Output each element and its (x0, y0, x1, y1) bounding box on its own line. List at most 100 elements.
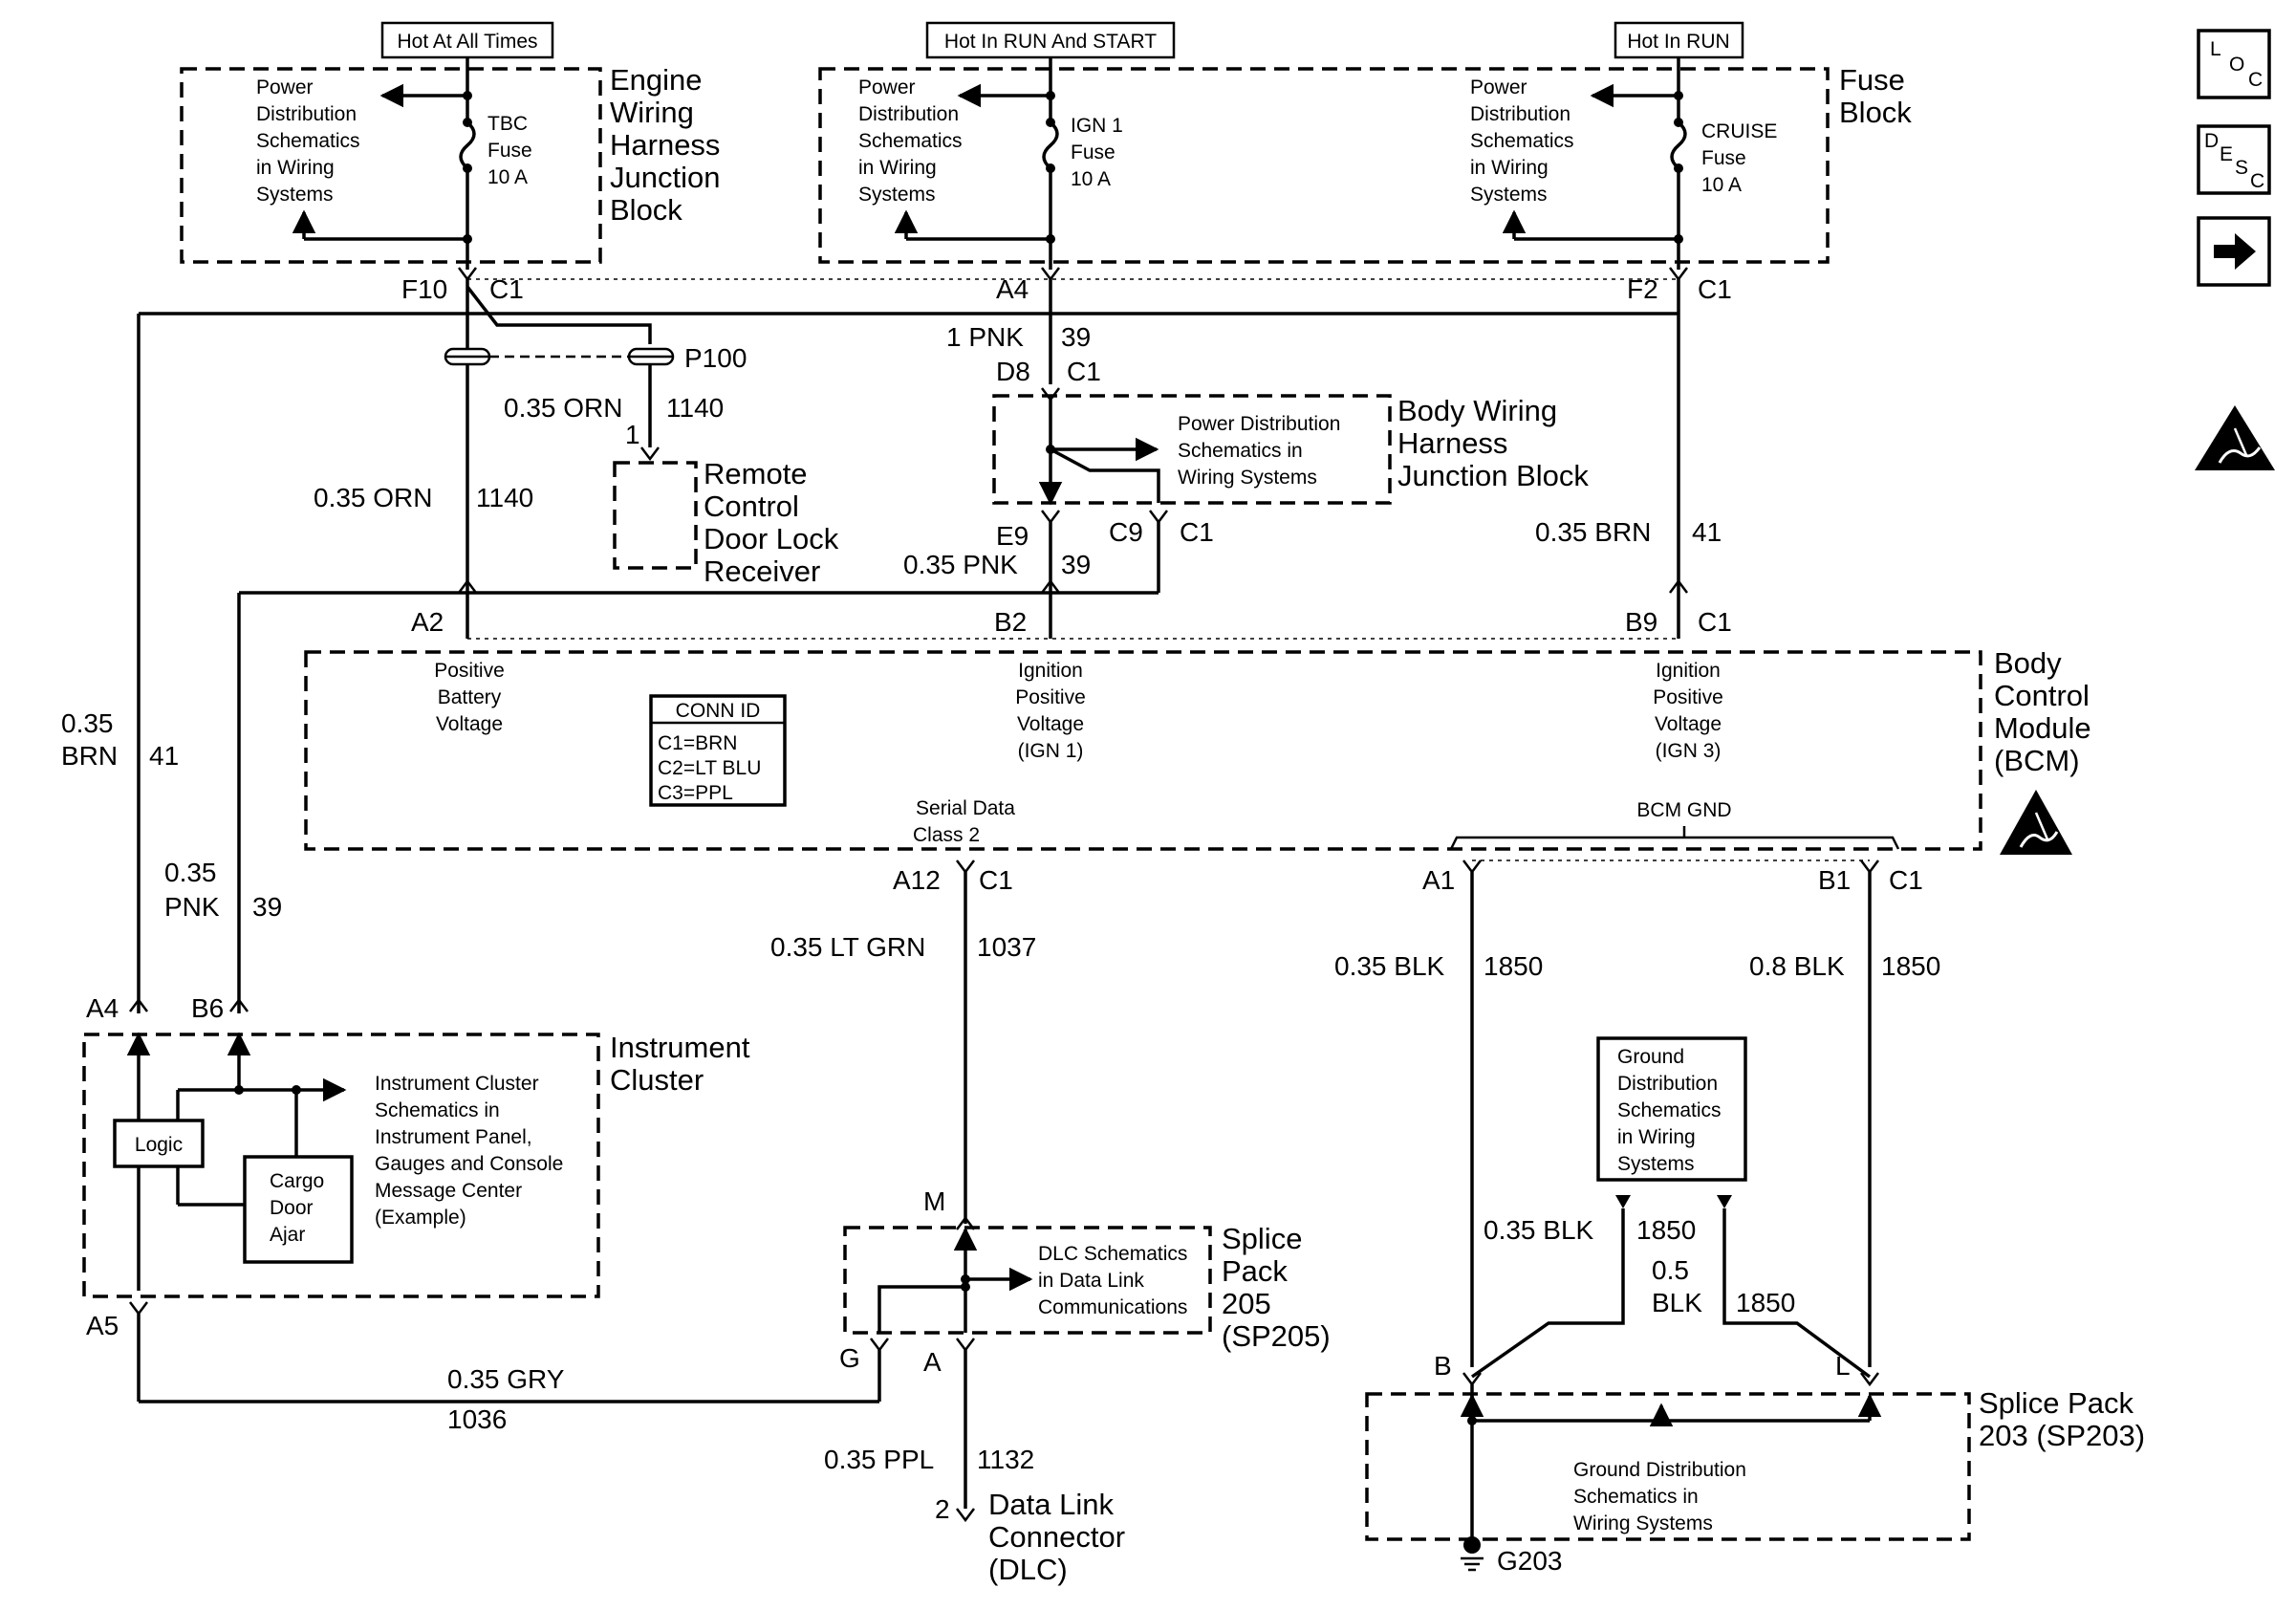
svg-text:C: C (2250, 170, 2264, 192)
ground-distribution-box: Ground Distribution Schematics in Wiring… (1596, 1036, 1747, 1182)
wire-label: 0.5 (1652, 1255, 1689, 1285)
desc-icon[interactable]: D E S C (2197, 124, 2271, 195)
body-junction-block-label: Body Wiring Harness Junction Block (1397, 394, 1589, 492)
svg-text:Ground Distribution: Ground Distribution (1573, 1459, 1746, 1481)
svg-text:(Example): (Example) (375, 1207, 466, 1229)
svg-text:Power: Power (256, 76, 314, 98)
svg-text:CRUISE: CRUISE (1701, 120, 1777, 142)
svg-text:Harness: Harness (610, 128, 720, 162)
ground-g203-label: G203 (1497, 1546, 1563, 1576)
svg-text:Block: Block (1839, 96, 1912, 129)
svg-text:Harness: Harness (1397, 426, 1507, 460)
splice-pack-203-outline (1365, 1392, 1971, 1541)
svg-text:Systems: Systems (1617, 1153, 1695, 1175)
svg-text:Systems: Systems (256, 184, 334, 206)
loc-icon[interactable]: L O C (2197, 29, 2271, 99)
svg-text:(IGN 1): (IGN 1) (1018, 740, 1084, 762)
source-hot-all-times: Hot At All Times (380, 21, 554, 59)
splice-pack-205-outline (843, 1226, 1212, 1335)
svg-text:Fuse: Fuse (1071, 141, 1116, 163)
svg-text:Instrument Cluster: Instrument Cluster (375, 1073, 539, 1095)
svg-text:Wiring Systems: Wiring Systems (1573, 1512, 1713, 1534)
sp203-label: Splice Pack 203 (SP203) (1979, 1386, 2145, 1452)
svg-text:Ignition: Ignition (1018, 660, 1083, 682)
svg-text:Cluster: Cluster (610, 1063, 704, 1097)
svg-text:Distribution: Distribution (1617, 1073, 1718, 1095)
source-label: Hot In RUN (1627, 31, 1729, 53)
wire-label: 1140 (666, 393, 724, 423)
pin-label: 1 (625, 420, 640, 449)
instrument-cluster-outline (82, 1033, 600, 1298)
pin-c9: C9 (1109, 517, 1143, 547)
svg-text:D: D (2204, 130, 2219, 152)
remote-control-door-lock-receiver (613, 461, 698, 570)
bcm-serial-data: Serial Data Class 2 (913, 797, 1015, 846)
svg-text:Battery: Battery (438, 686, 502, 708)
svg-text:10 A: 10 A (487, 166, 528, 188)
sp203-note: Ground Distribution Schematics in Wiring… (1573, 1459, 1746, 1534)
svg-text:Wiring Systems: Wiring Systems (1178, 467, 1317, 489)
engine-junction-block-label: Engine Wiring Harness Junction Block (610, 63, 720, 227)
svg-text:O: O (2229, 54, 2244, 76)
wire-label: 1850 (1484, 951, 1543, 981)
svg-text:S: S (2235, 157, 2248, 179)
svg-text:Junction: Junction (610, 161, 720, 194)
bcm-outline (304, 650, 1982, 851)
wire-label: 1850 (1636, 1215, 1696, 1245)
sp205-label: Splice Pack 205 (SP205) (1222, 1222, 1331, 1353)
svg-text:Schematics: Schematics (1617, 1099, 1722, 1121)
fuse-icon (1042, 120, 1059, 170)
esd-sensitive-icon (2000, 790, 2072, 855)
svg-text:(BCM): (BCM) (1994, 744, 2080, 777)
pin-c1: C1 (1180, 517, 1214, 547)
svg-text:Communications: Communications (1038, 1296, 1187, 1318)
bcm-input-ign3: Ignition Positive Voltage (IGN 3) (1653, 660, 1723, 762)
svg-text:Schematics: Schematics (1470, 130, 1574, 152)
svg-text:(DLC): (DLC) (988, 1553, 1068, 1586)
svg-text:CONN ID: CONN ID (676, 700, 761, 722)
svg-text:Body: Body (1994, 646, 2062, 680)
source-hot-run-start: Hot In RUN And START (925, 21, 1176, 59)
tbc-fuse-label: TBC Fuse 10 A (487, 113, 532, 188)
pin-a5: A5 (86, 1311, 119, 1340)
svg-text:Distribution: Distribution (1470, 103, 1570, 125)
source-hot-run: Hot In RUN (1614, 21, 1744, 59)
svg-text:Fuse: Fuse (1839, 63, 1905, 97)
svg-text:Fuse: Fuse (1701, 147, 1746, 169)
wire-label: 0.35 PPL (824, 1445, 934, 1474)
svg-text:Class 2: Class 2 (913, 824, 980, 846)
pin-e9: E9 (996, 521, 1029, 551)
wire-label: 1850 (1736, 1288, 1795, 1317)
svg-text:Power: Power (858, 76, 916, 98)
bcm-input-battery: Positive Battery Voltage (434, 660, 505, 735)
svg-text:Block: Block (610, 193, 682, 227)
svg-text:Junction Block: Junction Block (1397, 459, 1589, 492)
pin-b9: B9 (1625, 607, 1657, 637)
svg-text:Body Wiring: Body Wiring (1397, 394, 1557, 427)
pin-label: 2 (935, 1494, 950, 1524)
fuse-block-outline (818, 67, 1830, 264)
svg-text:Voltage: Voltage (1017, 713, 1084, 735)
svg-text:Voltage: Voltage (1655, 713, 1722, 735)
svg-text:(SP205): (SP205) (1222, 1319, 1331, 1353)
svg-text:in Wiring: in Wiring (858, 157, 937, 179)
wire-label: 1037 (977, 932, 1036, 962)
pin-a4: A4 (996, 274, 1029, 304)
source-label: Hot At All Times (397, 31, 537, 53)
svg-text:Distribution: Distribution (858, 103, 959, 125)
bcm-gnd-label: BCM GND (1636, 799, 1731, 821)
svg-text:Message Center: Message Center (375, 1180, 522, 1202)
svg-text:Splice Pack: Splice Pack (1979, 1386, 2134, 1420)
wire-label: 1036 (447, 1404, 507, 1434)
pin-c1: C1 (1698, 274, 1732, 304)
wire-label: 41 (149, 741, 179, 771)
svg-text:Schematics in: Schematics in (1573, 1486, 1699, 1508)
cargo-door-ajar-box: Cargo Door Ajar (243, 1155, 354, 1264)
pin-c1: C1 (1889, 865, 1923, 895)
svg-text:Remote: Remote (704, 457, 808, 490)
pin-f10: F10 (401, 274, 447, 304)
rcdl-label: Remote Control Door Lock Receiver (704, 457, 839, 588)
next-page-arrow-icon[interactable]: → (2197, 216, 2271, 311)
wire-label: 39 (1061, 322, 1091, 352)
